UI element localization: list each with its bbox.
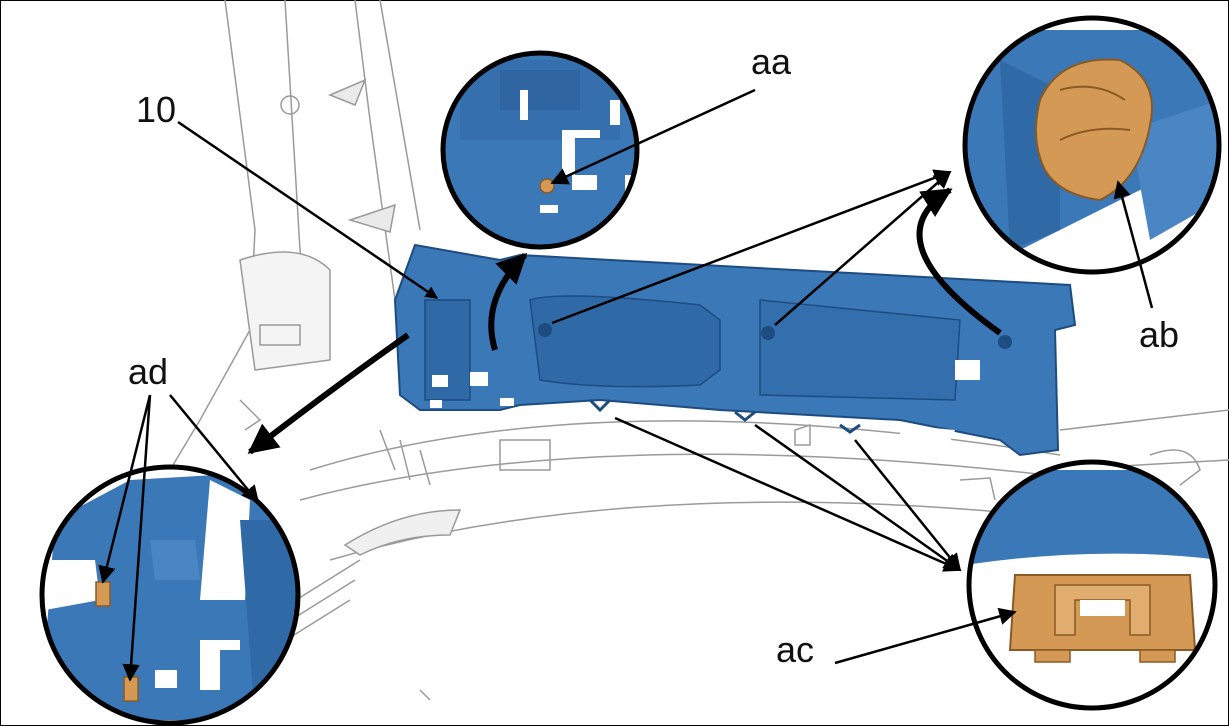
detail-view-aa [440, 50, 640, 250]
leader-ac-clip-1 [614, 416, 962, 572]
label-ad: ad [122, 352, 175, 392]
leader-ad-3 [169, 394, 260, 504]
leader-ac-clip-3 [854, 439, 962, 572]
arrow-to-ab [916, 187, 1002, 336]
detail-view-ab [962, 15, 1222, 275]
leader-ab [1113, 180, 1154, 309]
detail-view-ad [39, 464, 301, 726]
arrow-to-aa [488, 252, 528, 351]
leader-10 [177, 120, 439, 300]
trim-panel-part-10 [393, 243, 1077, 457]
leader-ad-1 [98, 394, 152, 584]
arrow-to-ad [247, 332, 410, 455]
leader-lines [98, 88, 1154, 682]
label-part-10: 10 [130, 90, 183, 130]
detail-view-ac [966, 459, 1218, 711]
leader-ac [834, 607, 1017, 665]
leader-ad-2 [122, 394, 152, 682]
label-ac: ac [770, 630, 821, 670]
leader-ab-clip-1 [551, 169, 952, 325]
label-aa: aa [745, 42, 798, 82]
leader-aa [550, 88, 756, 185]
curved-arrows [247, 187, 1002, 455]
label-ab: ab [1133, 315, 1186, 355]
leader-ac-clip-2 [754, 423, 962, 572]
